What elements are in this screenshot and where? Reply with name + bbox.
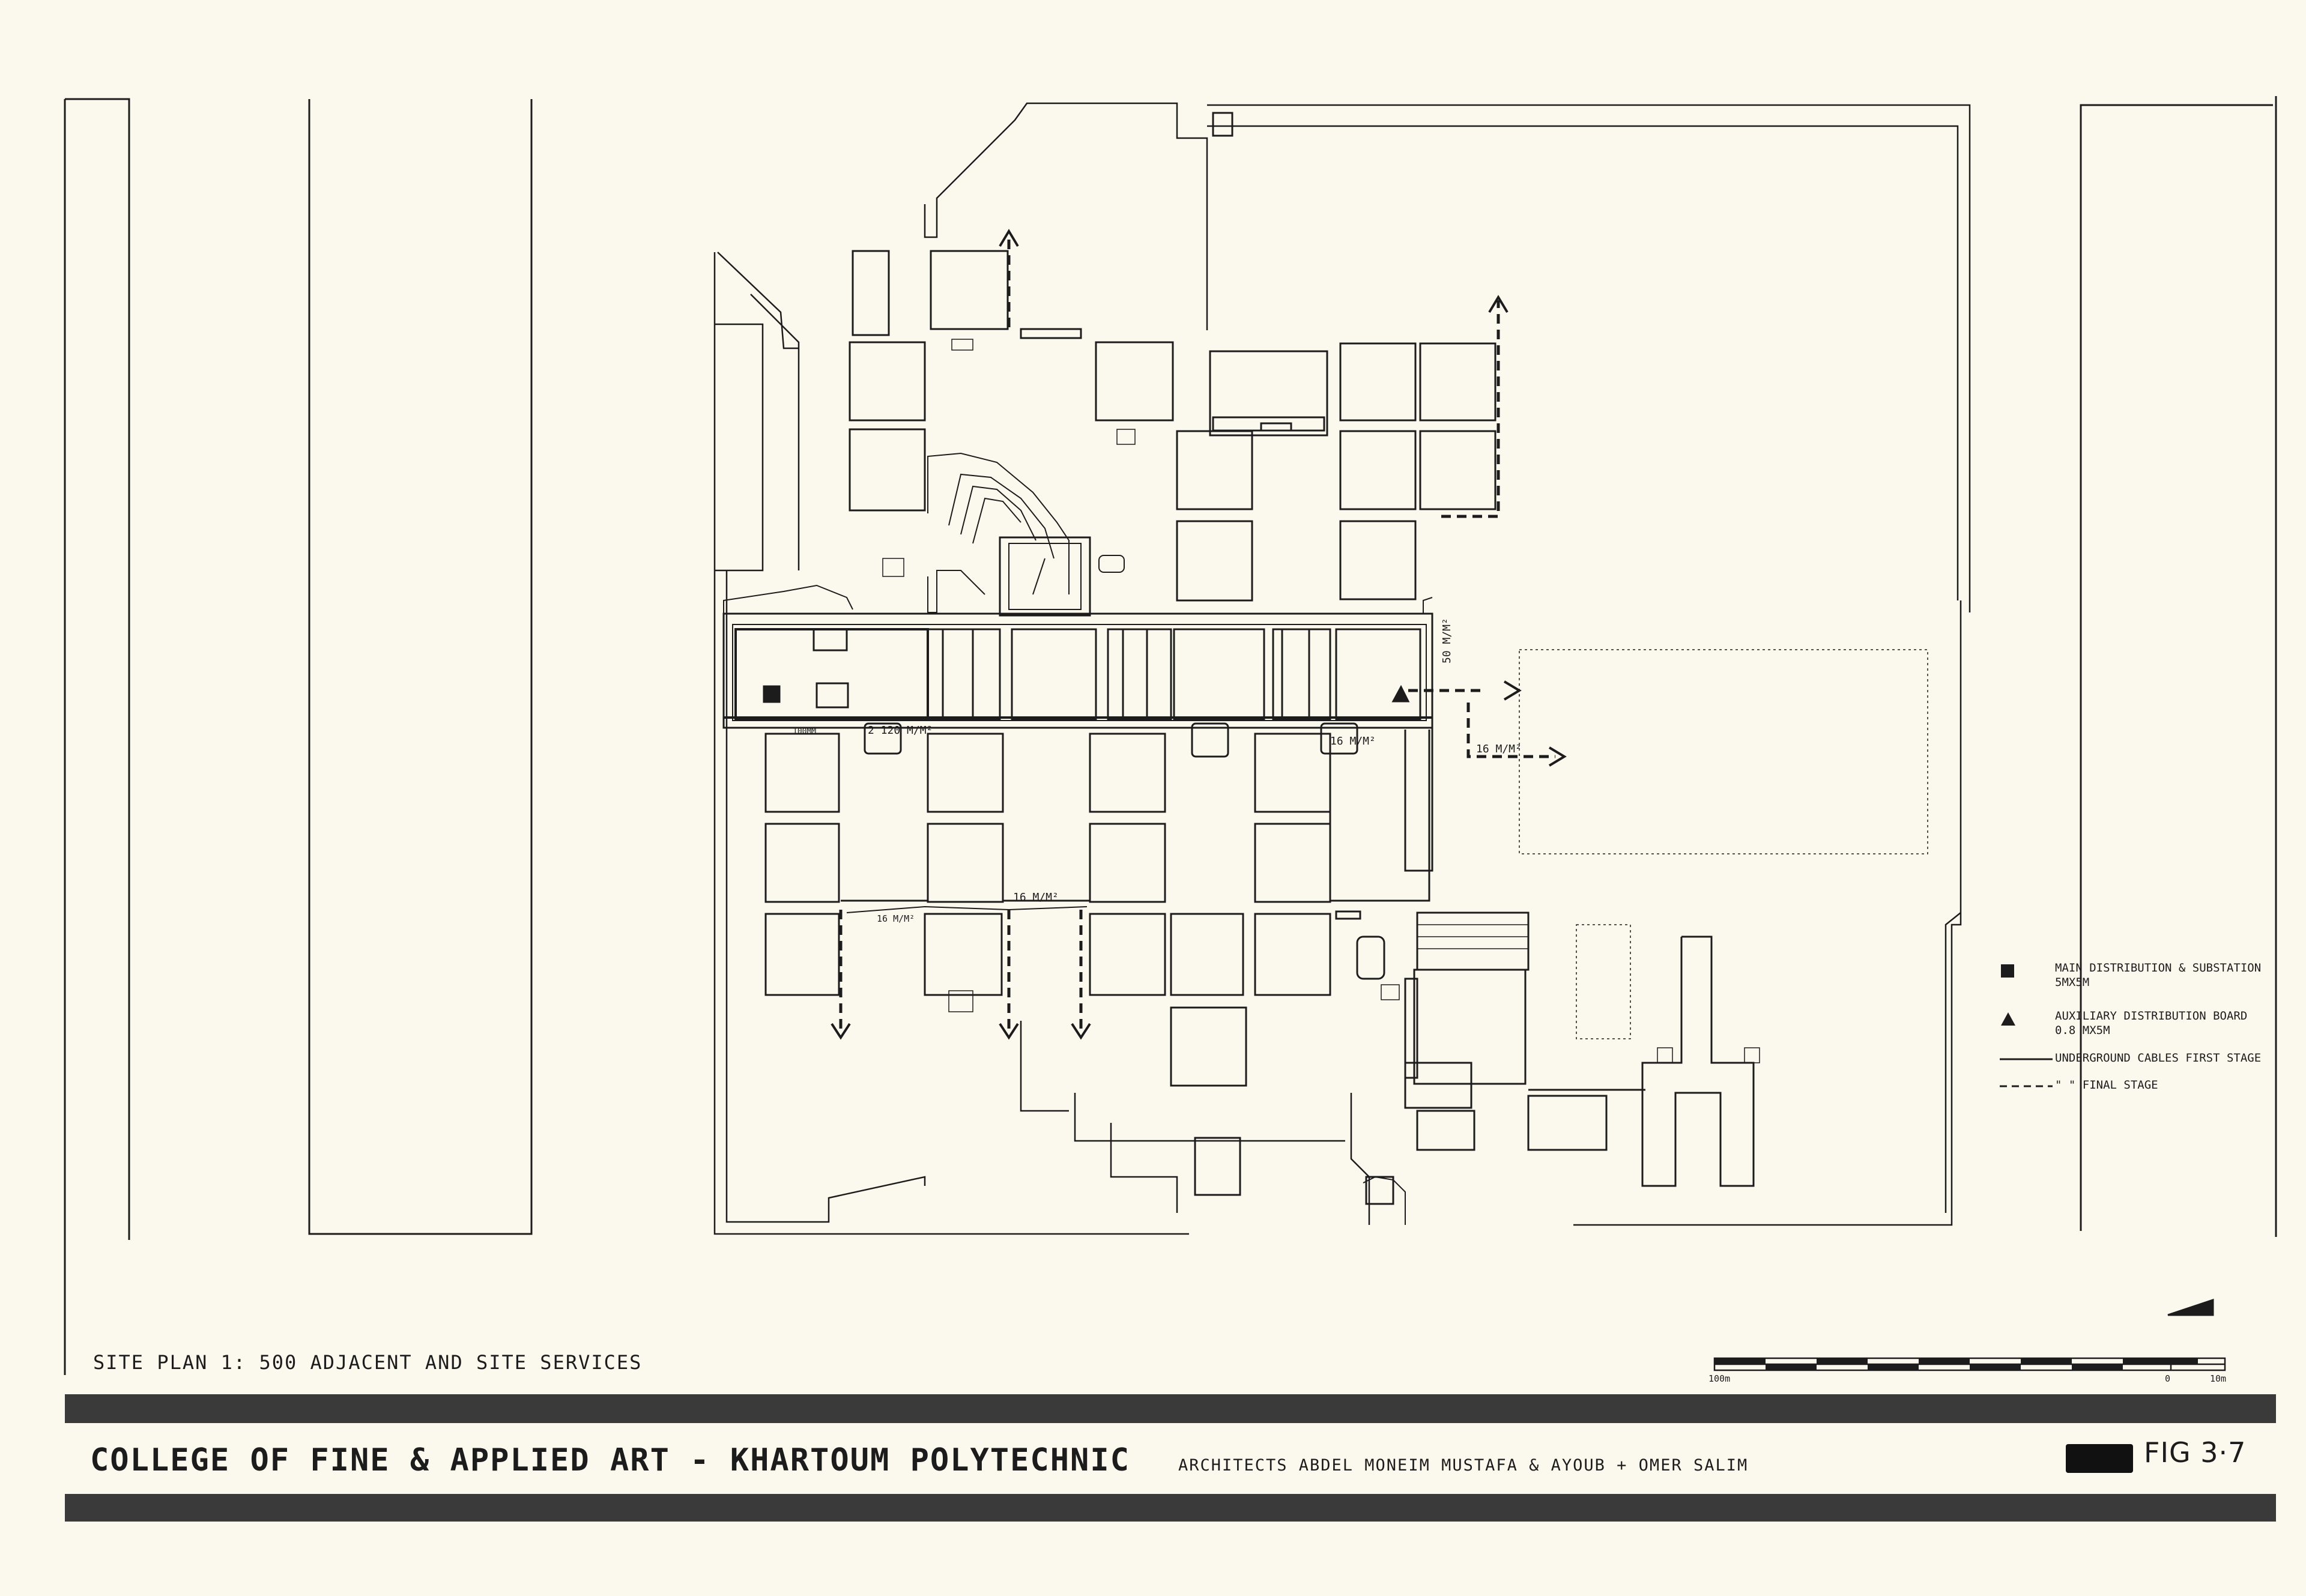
drawing-caption: SITE PLAN 1: 500 ADJACENT AND SITE SERVI… [93, 1351, 643, 1374]
scale-label-right: 10m [2210, 1373, 2227, 1384]
studio-blocks-north [849, 112, 1496, 602]
legend-label: AUXILIARY DISTRIBUTION BOARD 0.8 MX5M [2055, 1009, 2248, 1037]
figure-number: FIG 3·7 [2144, 1436, 2247, 1469]
cable-label-16-sw: 16 M/M² [877, 913, 915, 924]
architects-credit: ARCHITECTS ABDEL MONEIM MUSTAFA & AYOUB … [1178, 1456, 1749, 1475]
scale-label-zero: 0 [2165, 1373, 2171, 1384]
stair-details [882, 339, 1760, 1063]
cable-label-small: 100MM [793, 727, 816, 736]
triangle-icon [2001, 1012, 2015, 1026]
southeast-buildings [1194, 911, 1608, 1225]
cables-final-stage [839, 234, 1555, 1033]
title-block: COLLEGE OF FINE & APPLIED ART - KHARTOUM… [90, 1442, 1748, 1478]
redaction-block [2066, 1444, 2133, 1473]
main-substation-icon [763, 685, 781, 703]
title-band-top [65, 1394, 2276, 1423]
adjacent-site-boundaries [64, 96, 2277, 1375]
amphitheatre [927, 452, 1125, 617]
studio-blocks-south [764, 730, 1430, 1087]
auxiliary-board-icon [1391, 685, 1410, 703]
solid-line-icon [2000, 1058, 2053, 1060]
dashed-line-icon [2000, 1085, 2053, 1087]
filled-square-icon [2001, 964, 2014, 978]
main-spine-building [722, 584, 1433, 758]
cable-arrowheads [831, 229, 1567, 1040]
project-title: COLLEGE OF FINE & APPLIED ART - KHARTOUM… [90, 1442, 1130, 1478]
cable-label-120: 2 120 M/M² [868, 724, 933, 737]
t-shaped-block [1641, 936, 1755, 1187]
cable-label-16-east: 16 M/M² [1476, 743, 1522, 755]
cable-label-50: 50 M/M² [1441, 618, 1453, 663]
scale-bar-segments [1714, 1358, 2198, 1370]
legend-label: " " FINAL STAGE [2055, 1078, 2158, 1092]
north-arrow-icon [2167, 1298, 2214, 1316]
college-site-boundary [713, 102, 1971, 1235]
cable-label-16-board: 16 M/M² [1330, 735, 1376, 748]
sports-field [1519, 649, 1928, 1039]
scale-label-left: 100m [1708, 1373, 1731, 1384]
legend-label: UNDERGROUND CABLES FIRST STAGE [2055, 1051, 2262, 1065]
cables-first-stage [724, 716, 1645, 1091]
title-band-bottom [65, 1494, 2276, 1522]
legend-label: MAIN DISTRIBUTION & SUBSTATION 5MX5M [2055, 961, 2262, 989]
cable-label-16-south: 16 M/M² [1013, 891, 1059, 904]
